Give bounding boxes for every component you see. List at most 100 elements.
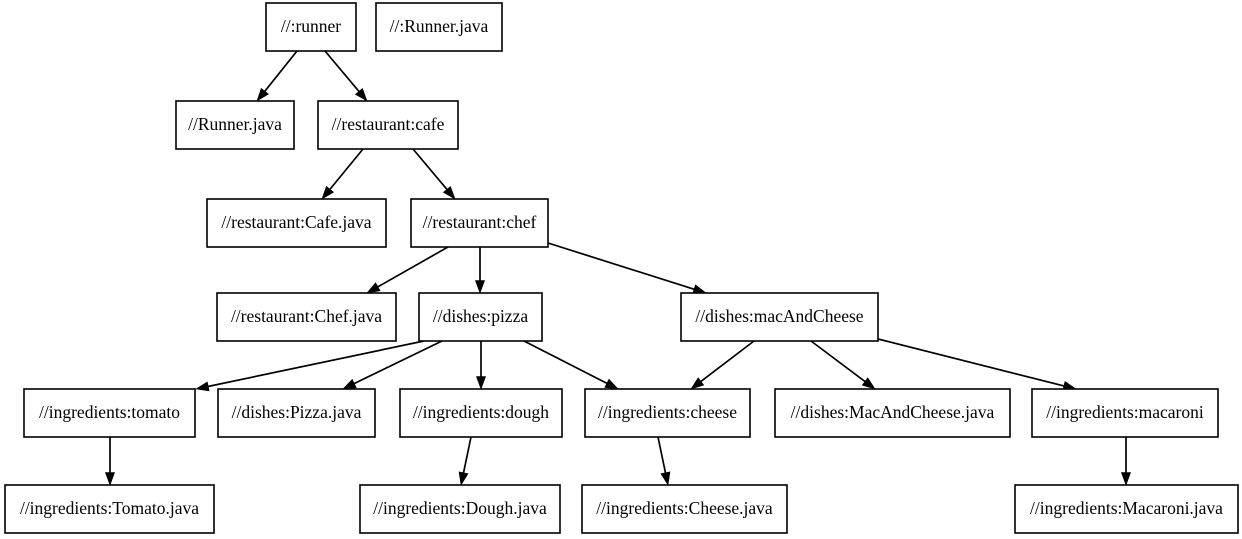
node-box[interactable] [265,2,357,52]
edge-line [412,148,449,192]
graph-node-runner[interactable]: //:runner [265,2,357,52]
node-label: //ingredients:Cheese.java [596,498,773,518]
graph-node-ing_dough[interactable]: //ingredients:dough [399,388,563,438]
edge-line [324,50,361,94]
node-box[interactable] [399,388,563,438]
graph-node-tomato_java[interactable]: //ingredients:Tomato.java [4,484,215,534]
node-label: //ingredients:dough [413,402,549,422]
edge-restaurant_cafe-to-restaurant_chef [412,148,456,200]
arrowhead-icon [342,378,357,390]
graph-node-mac_java[interactable]: //dishes:MacAndCheese.java [774,388,1011,438]
node-label: //:runner [281,16,341,36]
graph-node-ing_tomato[interactable]: //ingredients:tomato [23,388,196,438]
node-box[interactable] [175,100,295,150]
arrowhead-icon [604,378,619,390]
arrowhead-icon [690,377,705,390]
edge-ing_dough-to-dough_java [458,436,472,486]
edge-line [810,340,867,384]
edge-ing_cheese-to-cheese_java [657,436,671,486]
arrowhead-icon [195,381,210,392]
arrowhead-icon [104,472,116,486]
edge-line [523,340,609,385]
edge-runner-to-runner_java [256,50,298,102]
graph-node-chef_java[interactable]: //restaurant:Chef.java [216,292,397,342]
node-label: //:Runner.java [390,16,489,36]
graph-node-runner_java[interactable]: //Runner.java [175,100,295,150]
arrowhead-icon [321,185,335,200]
edge-ing_tomato-to-tomato_java [104,437,116,486]
node-label: //Runner.java [188,114,282,134]
graph-node-dishes_mac[interactable]: //dishes:macAndCheese [680,292,879,342]
node-box[interactable] [23,388,196,438]
graph-node-ing_cheese[interactable]: //ingredients:cheese [584,388,751,438]
node-box[interactable] [418,292,543,342]
arrowhead-icon [366,282,381,294]
node-box[interactable] [1031,388,1219,438]
edge-dishes_pizza-to-ing_tomato [195,340,425,392]
arrowhead-icon [475,376,487,390]
graph-node-restaurant_chef[interactable]: //restaurant:chef [410,198,549,248]
arrowhead-icon [861,377,876,390]
node-box[interactable] [359,484,561,534]
node-label: //ingredients:macaroni [1046,402,1204,422]
graph-node-pizza_java[interactable]: //dishes:Pizza.java [217,388,376,438]
node-box[interactable] [217,388,376,438]
edge-line [376,246,449,289]
arrowhead-icon [354,87,368,102]
node-label: //restaurant:Cafe.java [221,212,371,232]
edge-line [699,340,755,384]
arrowhead-icon [458,471,469,486]
arrowhead-icon [442,185,456,200]
node-label: //ingredients:Tomato.java [20,498,199,518]
edge-line [206,340,425,388]
node-label: //ingredients:Dough.java [373,498,547,518]
edge-dishes_pizza-to-ing_dough [475,341,487,390]
node-label: //restaurant:cafe [332,114,445,134]
node-label: //ingredients:cheese [598,402,737,422]
node-box[interactable] [680,292,879,342]
edge-dishes_pizza-to-pizza_java [342,340,443,390]
graph-node-cheese_java[interactable]: //ingredients:Cheese.java [581,484,788,534]
edge-restaurant_chef-to-dishes_mac [547,242,707,294]
node-box[interactable] [375,2,503,52]
edge-runner-to-restaurant_cafe [324,50,368,102]
edge-line [462,436,472,475]
edge-restaurant_cafe-to-cafe_java [321,148,364,200]
graph-node-cafe_java[interactable]: //restaurant:Cafe.java [206,198,387,248]
edge-line [352,340,443,385]
edge-line [657,436,667,475]
node-box[interactable] [206,198,387,248]
node-label: //dishes:pizza [433,306,528,326]
graph-node-dough_java[interactable]: //ingredients:Dough.java [359,484,561,534]
node-box[interactable] [774,388,1011,438]
node-box[interactable] [216,292,397,342]
node-label: //restaurant:Chef.java [231,306,382,326]
edge-line [263,50,298,93]
edge-line [328,148,364,192]
node-label: //dishes:macAndCheese [695,306,863,326]
graph-node-macaroni_java[interactable]: //ingredients:Macaroni.java [1014,484,1239,534]
node-layer: //:runner //:Runner.java //Runner.java //re… [4,2,1239,534]
graph-node-runner_java_root[interactable]: //:Runner.java [375,2,503,52]
edge-dishes_mac-to-mac_java [810,340,876,390]
node-box[interactable] [317,100,459,150]
graph-node-ing_macaroni[interactable]: //ingredients:macaroni [1031,388,1219,438]
edge-layer [104,50,1132,486]
graph-node-restaurant_cafe[interactable]: //restaurant:cafe [317,100,459,150]
node-label: //ingredients:Macaroni.java [1030,498,1223,518]
edge-dishes_pizza-to-ing_cheese [523,340,619,390]
edge-ing_macaroni-to-macaroni_java [1120,437,1132,486]
edge-restaurant_chef-to-chef_java [366,246,449,294]
graph-node-dishes_pizza[interactable]: //dishes:pizza [418,292,543,342]
edge-restaurant_chef-to-dishes_pizza [474,247,486,294]
node-box[interactable] [410,198,549,248]
node-box[interactable] [4,484,215,534]
arrowhead-icon [256,87,269,102]
node-box[interactable] [584,388,751,438]
node-box[interactable] [1014,484,1239,534]
node-box[interactable] [581,484,788,534]
edge-line [877,338,1066,388]
edge-line [547,242,696,291]
arrowhead-icon [660,471,671,486]
